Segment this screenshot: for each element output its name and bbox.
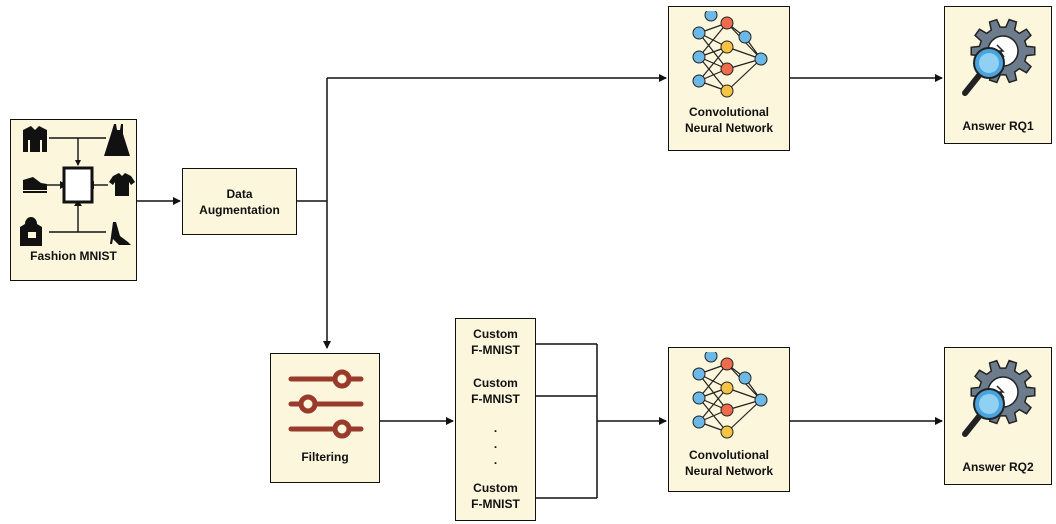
neural-network-icon: [692, 352, 768, 439]
cnn-top-label-line1: Convolutional: [689, 105, 769, 119]
cnn-bottom-box: Convolutional Neural Network: [668, 347, 790, 492]
answer-rq1-box: Answer RQ1: [944, 6, 1052, 144]
gear-magnifier-icon: [962, 18, 1036, 96]
ellipsis-dot-1: .: [493, 421, 498, 435]
cnn-bottom-label-line2: Neural Network: [684, 464, 774, 478]
heel-icon: [110, 222, 131, 245]
gear-magnifier-icon: [962, 359, 1036, 437]
custom-fmnist-3-line2: F-MNIST: [471, 497, 520, 511]
custom-fmnist-1-line2: F-MNIST: [471, 343, 520, 357]
filtering-box: Filtering: [270, 353, 380, 483]
custom-fmnist-3-line1: Custom: [473, 481, 518, 495]
data-augmentation-box: Data Augmentation: [182, 168, 297, 235]
fashion-items-diagram: [20, 124, 135, 246]
dress-icon: [104, 124, 130, 156]
custom-fmnist-2-line2: F-MNIST: [471, 392, 520, 406]
sneaker-icon: [23, 177, 47, 193]
hoodie-icon: [20, 217, 42, 246]
data-augmentation-label-line1: Data: [226, 187, 253, 201]
answer-rq2-box: Answer RQ2: [944, 347, 1052, 485]
custom-fmnist-2-line1: Custom: [473, 376, 518, 390]
tshirt-icon: [109, 173, 135, 196]
cnn-bottom-label-line1: Convolutional: [689, 448, 769, 462]
custom-fmnist-1-line1: Custom: [473, 327, 518, 341]
custom-fmnist-box: Custom F-MNIST Custom F-MNIST . . . Cust…: [455, 318, 536, 521]
answer-rq2-label: Answer RQ2: [962, 460, 1034, 474]
ellipsis-dot-2: .: [493, 437, 498, 451]
answer-rq1-label: Answer RQ1: [962, 119, 1034, 133]
data-augmentation-label-line2: Augmentation: [199, 203, 280, 217]
fashion-mnist-label: Fashion MNIST: [30, 249, 117, 263]
neural-network-icon: [692, 11, 768, 98]
cnn-top-label-line2: Neural Network: [684, 121, 774, 135]
cnn-top-box: Convolutional Neural Network: [668, 6, 790, 151]
filter-sliders-icon: [288, 369, 364, 439]
ellipsis-dot-3: .: [493, 453, 498, 467]
fashion-mnist-box: Fashion MNIST: [10, 119, 137, 281]
jacket-icon: [23, 126, 47, 152]
filtering-label: Filtering: [301, 450, 349, 464]
